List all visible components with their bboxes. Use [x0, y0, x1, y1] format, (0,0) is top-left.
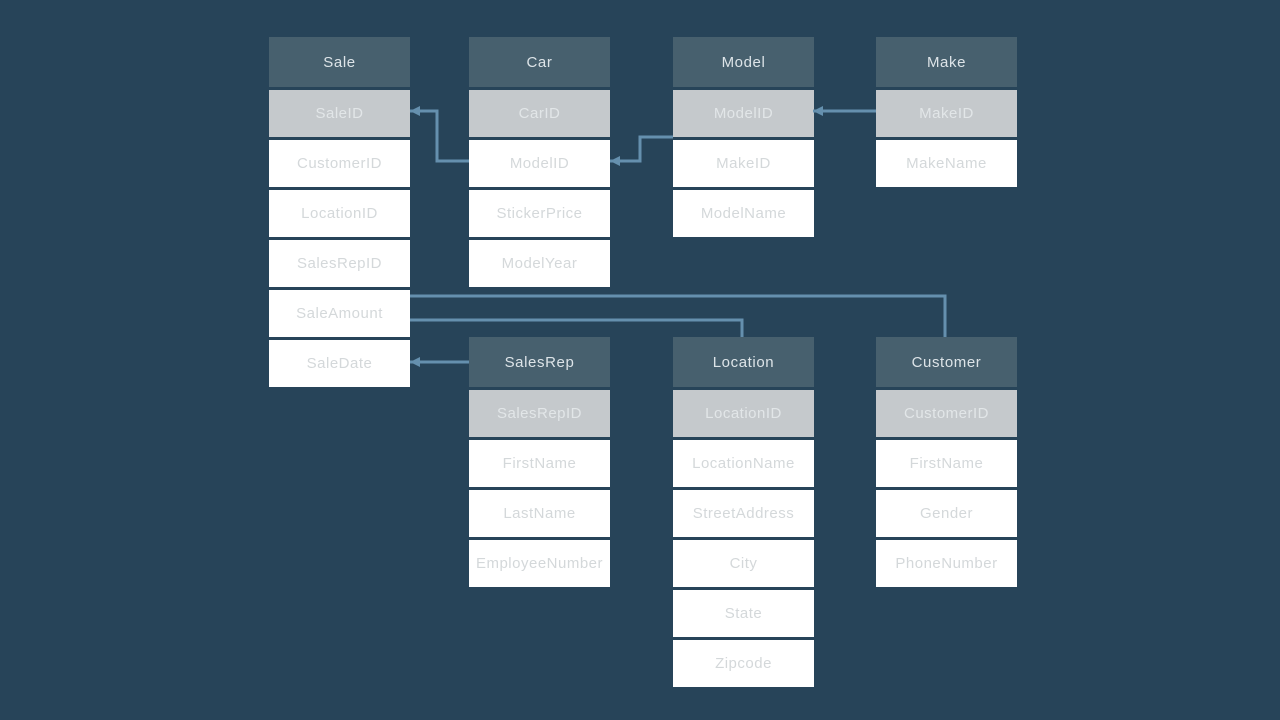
field-make-makeid: MakeID — [876, 90, 1017, 137]
field-make-makename: MakeName — [876, 140, 1017, 187]
field-salesrep-employeenumber: EmployeeNumber — [469, 540, 610, 587]
relationship-make-model-arrowhead-icon — [813, 106, 823, 116]
field-customer-customerid: CustomerID — [876, 390, 1017, 437]
table-customer-header: Customer — [876, 337, 1017, 387]
relationship-car-model-arrowhead-icon — [610, 156, 620, 166]
table-sale-header: Sale — [269, 37, 410, 87]
field-sale-salesrepid: SalesRepID — [269, 240, 410, 287]
relationship-sale-car — [410, 109, 469, 163]
field-salesrep-lastname: LastName — [469, 490, 610, 537]
field-salesrep-salesrepid: SalesRepID — [469, 390, 610, 437]
field-location-streetaddress: StreetAddress — [673, 490, 814, 537]
field-customer-gender: Gender — [876, 490, 1017, 537]
relationship-car-model — [610, 135, 673, 163]
field-location-locationid: LocationID — [673, 390, 814, 437]
relationship-sale-location — [410, 318, 744, 337]
field-sale-saleamount: SaleAmount — [269, 290, 410, 337]
table-salesrep-header: SalesRep — [469, 337, 610, 387]
table-make-header: Make — [876, 37, 1017, 87]
field-salesrep-firstname: FirstName — [469, 440, 610, 487]
relationship-sale-salesrep-arrowhead-icon — [410, 357, 420, 367]
field-car-carid: CarID — [469, 90, 610, 137]
field-sale-saledate: SaleDate — [269, 340, 410, 387]
field-model-modelid: ModelID — [673, 90, 814, 137]
field-customer-firstname: FirstName — [876, 440, 1017, 487]
field-model-makeid: MakeID — [673, 140, 814, 187]
field-model-modelname: ModelName — [673, 190, 814, 237]
relationship-sale-car-arrowhead-icon — [410, 106, 420, 116]
table-model-header: Model — [673, 37, 814, 87]
field-sale-saleid: SaleID — [269, 90, 410, 137]
relationship-sale-customer — [410, 294, 947, 337]
field-location-zipcode: Zipcode — [673, 640, 814, 687]
field-location-locationname: LocationName — [673, 440, 814, 487]
field-sale-customerid: CustomerID — [269, 140, 410, 187]
field-sale-locationid: LocationID — [269, 190, 410, 237]
field-location-state: State — [673, 590, 814, 637]
field-car-stickerprice: StickerPrice — [469, 190, 610, 237]
field-car-modelid: ModelID — [469, 140, 610, 187]
field-car-modelyear: ModelYear — [469, 240, 610, 287]
table-car-header: Car — [469, 37, 610, 87]
table-location-header: Location — [673, 337, 814, 387]
field-location-city: City — [673, 540, 814, 587]
field-customer-phonenumber: PhoneNumber — [876, 540, 1017, 587]
